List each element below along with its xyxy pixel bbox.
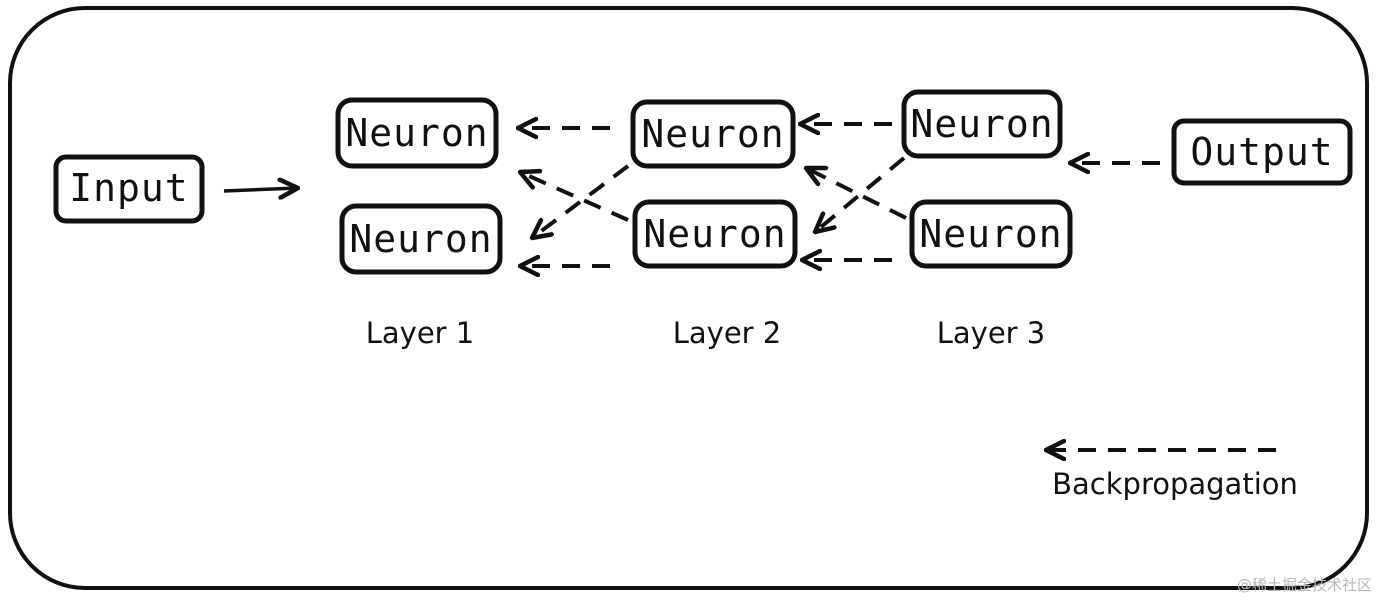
neuron-label: Neuron: [643, 212, 786, 256]
neuron-l1-bottom: Neuron: [339, 203, 503, 275]
legend-label: Backpropagation: [1052, 467, 1298, 501]
layer-2-label: Layer 2: [673, 316, 782, 350]
input-arrow: [223, 188, 298, 191]
neuron-label: Neuron: [919, 212, 1062, 256]
arrow-l2bottom-to-l1top: [520, 172, 629, 222]
neuron-l1-top: Neuron: [335, 97, 499, 169]
arrow-l3top-to-l2bottom: [815, 156, 906, 232]
diagram-frame: [8, 6, 1369, 590]
input-label: Input: [69, 166, 188, 210]
neuron-l2-top: Neuron: [630, 99, 796, 169]
neuron-l2-bottom: Neuron: [632, 199, 798, 269]
arrow-l2top-to-l1bottom: [532, 164, 630, 238]
output-label: Output: [1190, 130, 1333, 174]
neuron-label: Neuron: [641, 112, 784, 156]
layer-1-label: Layer 1: [366, 316, 475, 350]
neuron-label: Neuron: [345, 111, 488, 155]
input-node: Input: [53, 154, 205, 224]
arrow-l3bottom-to-l2top: [806, 168, 907, 220]
watermark: @稀土掘金技术社区: [1237, 576, 1372, 594]
neuron-label: Neuron: [349, 217, 492, 261]
neuron-l3-bottom: Neuron: [909, 199, 1073, 269]
layer-3-label: Layer 3: [937, 316, 1046, 350]
backprop-arrows: [518, 124, 1276, 450]
neuron-label: Neuron: [910, 102, 1053, 146]
neuron-l3-top: Neuron: [901, 89, 1063, 159]
output-node: Output: [1171, 118, 1353, 186]
